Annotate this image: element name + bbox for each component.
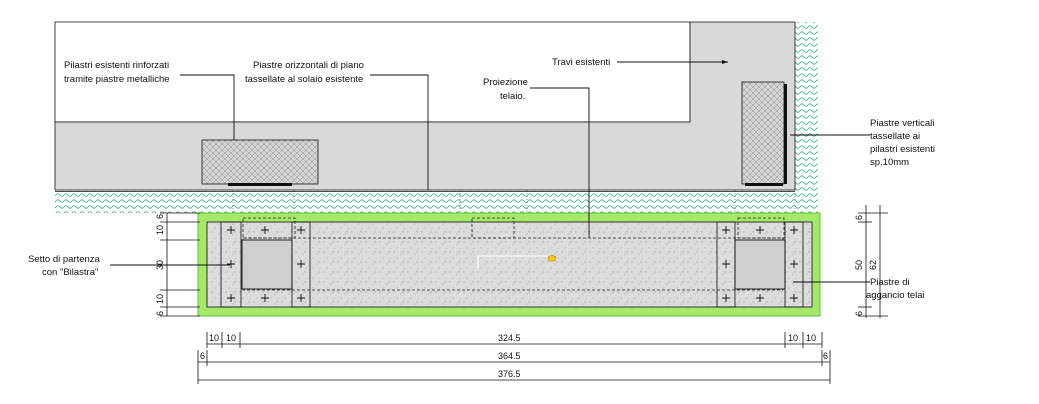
dim-left-6b: 6 xyxy=(155,311,165,316)
anchor-bolts xyxy=(227,226,798,302)
anchor-bolt-mark xyxy=(722,294,730,302)
anchor-bolt-mark xyxy=(297,260,305,268)
anchor-bolt-mark xyxy=(722,260,730,268)
label-pilastri-line2: tramite piastre metalliche xyxy=(64,74,170,85)
anchor-bolt-mark xyxy=(790,294,798,302)
anchor-bolt-mark xyxy=(261,226,269,234)
label-piastre-aggancio-line1: Piastre di xyxy=(870,277,910,288)
label-piastre-verticali-line2: tassellate ai xyxy=(870,131,920,142)
dim-right-6b: 6 xyxy=(854,311,864,316)
new-wall-core xyxy=(206,221,813,308)
column-box-right xyxy=(734,239,786,290)
existing-column-right xyxy=(741,81,785,185)
anchor-bolt-mark xyxy=(227,294,235,302)
label-piastre-verticali-line4: sp.10mm xyxy=(870,157,909,168)
dim-bottom-10d: 10 xyxy=(806,333,816,343)
existing-column-left xyxy=(201,139,319,185)
column-box-left xyxy=(241,239,293,290)
anchor-bolt-mark xyxy=(261,294,269,302)
dim-left-30: 30 xyxy=(155,260,165,270)
label-piastre-verticali-line1: Piastre verticali xyxy=(870,118,934,129)
anchor-bolt-mark xyxy=(227,260,235,268)
label-proiezione-line2: telaio. xyxy=(500,91,525,102)
anchor-bolt-mark xyxy=(790,226,798,234)
label-travi: Travi esistenti xyxy=(552,57,610,68)
dim-left-6a: 6 xyxy=(155,214,165,219)
left-dimension-texts: 6 10 30 10 6 xyxy=(155,214,165,316)
right-dimension-chain xyxy=(858,205,888,318)
label-piastre-orizzontali-line1: Piastre orizzontali di piano xyxy=(253,60,364,71)
label-piastre-aggancio-line2: aggancio telai xyxy=(866,290,925,301)
label-setto-line2: con "Bilastra" xyxy=(42,267,98,278)
dim-left-10b: 10 xyxy=(155,294,165,304)
dim-right-62: 62 xyxy=(868,260,878,270)
label-proiezione-line1: Proiezione xyxy=(483,77,528,88)
dim-bottom-364: 364.5 xyxy=(498,351,521,361)
note-marker-icon xyxy=(547,254,557,262)
horizontal-plate-left xyxy=(228,183,292,186)
vertical-plate-right xyxy=(784,84,787,184)
label-pilastri-line1: Pilastri esistenti rinforzati xyxy=(64,60,169,71)
bottom-dimension-chains xyxy=(197,332,831,384)
dim-bottom-10a: 10 xyxy=(209,333,219,343)
existing-slab xyxy=(54,21,691,123)
dim-bottom-324: 324.5 xyxy=(498,333,521,343)
label-setto-line1: Setto di partenza xyxy=(28,254,101,265)
anchor-bolt-mark xyxy=(756,294,764,302)
dim-bottom-10c: 10 xyxy=(788,333,798,343)
label-piastre-orizzontali-line2: tassellate al solaio esistente xyxy=(245,74,363,85)
horizontal-plate-right xyxy=(745,183,783,186)
dim-bottom-376: 376.5 xyxy=(498,369,521,379)
dim-right-6a: 6 xyxy=(854,215,864,220)
dim-bottom-6a: 6 xyxy=(200,351,205,361)
left-dimension-chain xyxy=(160,212,200,317)
label-piastre-verticali-line3: pilastri esistenti xyxy=(870,144,935,155)
anchor-bolt-mark xyxy=(297,226,305,234)
dim-bottom-6b: 6 xyxy=(823,351,828,361)
anchor-bolt-mark xyxy=(722,226,730,234)
anchor-bolt-mark xyxy=(756,226,764,234)
anchor-bolt-mark xyxy=(227,226,235,234)
dim-left-10a: 10 xyxy=(155,225,165,235)
anchor-bolt-mark xyxy=(790,260,798,268)
dim-bottom-10b: 10 xyxy=(226,333,236,343)
dim-right-50: 50 xyxy=(854,260,864,270)
anchor-bolt-mark xyxy=(297,294,305,302)
